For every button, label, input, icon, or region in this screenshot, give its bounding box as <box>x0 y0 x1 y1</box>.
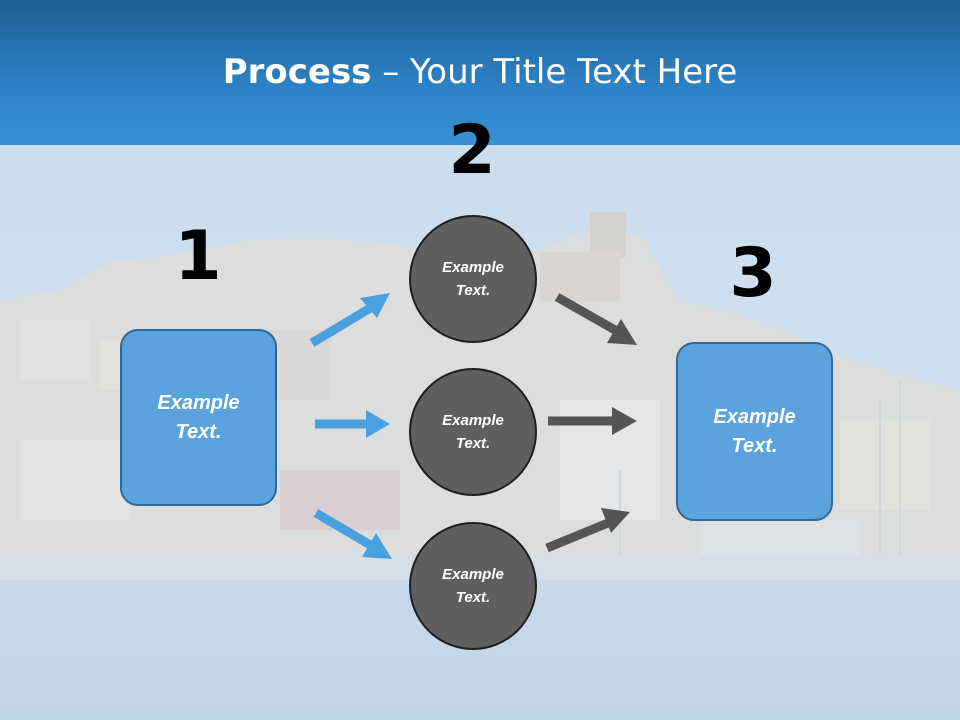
title-bold: Process <box>222 52 372 92</box>
gray-arrow-down <box>554 293 637 345</box>
step-1-text-line1: Example <box>157 391 240 414</box>
step-1-box: Example Text. <box>120 329 277 506</box>
step-1-text-line2: Text. <box>175 420 222 443</box>
step-number-2: 2 <box>448 111 496 190</box>
circle-middle: Example Text. <box>409 368 537 496</box>
circle-top-text-line1: Example <box>442 259 504 276</box>
circle-top-text-line2: Text. <box>455 282 491 299</box>
blue-arrow-up <box>309 293 390 347</box>
step-3-text-line1: Example <box>713 405 796 428</box>
circle-middle-text-line2: Text. <box>455 435 491 452</box>
gray-arrow-right <box>548 407 637 435</box>
step-number-3: 3 <box>729 234 777 313</box>
step-3-text-line2: Text. <box>731 434 778 457</box>
step-3-box: Example Text. <box>676 342 833 521</box>
circle-bottom-text-line2: Text. <box>455 589 491 606</box>
title-rest: – Your Title Text Here <box>371 52 738 92</box>
blue-arrow-right <box>315 410 390 438</box>
title-bar <box>0 0 960 145</box>
step-number-1: 1 <box>174 217 222 296</box>
circle-middle-text-line1: Example <box>442 412 504 429</box>
blue-arrow-down <box>313 509 392 559</box>
circle-bottom-text-line1: Example <box>442 566 504 583</box>
gray-arrow-up <box>545 508 630 553</box>
circle-top: Example Text. <box>409 215 537 343</box>
circle-bottom: Example Text. <box>409 522 537 650</box>
slide-title: Process – Your Title Text Here <box>0 52 960 92</box>
